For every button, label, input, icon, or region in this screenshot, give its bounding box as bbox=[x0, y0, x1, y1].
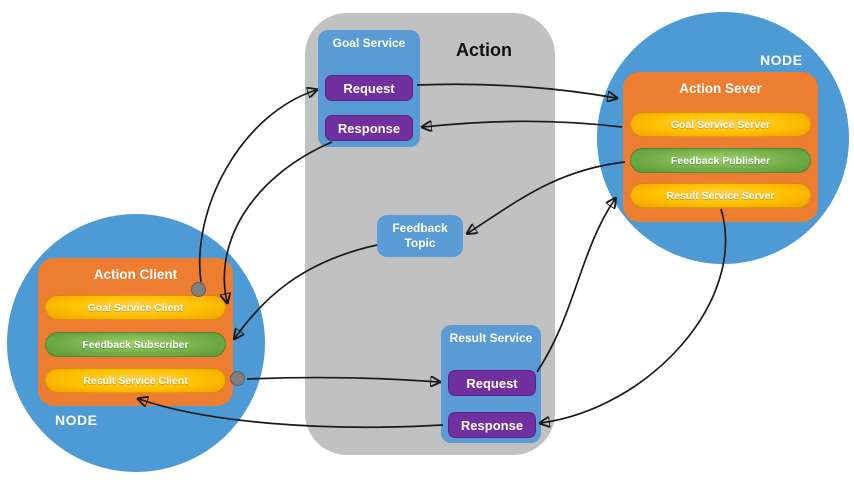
goal-service-title: Goal Service bbox=[332, 36, 406, 50]
result-service-server-pill: Result Service Server bbox=[630, 183, 811, 208]
action-server-box: Action Sever Goal Service Server Feedbac… bbox=[623, 72, 818, 222]
result-service-title: Result Service bbox=[449, 331, 533, 345]
action-client-title: Action Client bbox=[93, 267, 178, 282]
server-node-label: NODE bbox=[760, 52, 803, 68]
feedback-subscriber-pill: Feedback Subscriber bbox=[45, 332, 226, 357]
goal-client-connector-dot bbox=[191, 282, 206, 297]
goal-service-box: Goal Service Request Response bbox=[318, 30, 420, 147]
feedback-publisher-pill: Feedback Publisher bbox=[630, 148, 811, 173]
action-title: Action bbox=[456, 40, 512, 60]
goal-service-client-pill: Goal Service Client bbox=[45, 295, 226, 320]
goal-request-button: Request bbox=[325, 75, 413, 101]
result-response-button: Response bbox=[448, 412, 536, 438]
action-server-title: Action Sever bbox=[679, 81, 762, 96]
action-client-box: Action Client Goal Service Client Feedba… bbox=[38, 258, 233, 406]
feedback-topic-box: Feedback Topic bbox=[377, 215, 463, 257]
result-service-client-pill: Result Service Client bbox=[45, 368, 226, 393]
result-client-connector-dot bbox=[230, 371, 245, 386]
client-node-label: NODE bbox=[55, 412, 98, 428]
feedback-topic-title: Feedback Topic bbox=[392, 221, 448, 250]
goal-response-button: Response bbox=[325, 115, 413, 141]
goal-service-server-pill: Goal Service Server bbox=[630, 112, 811, 137]
result-service-box: Result Service Request Response bbox=[441, 325, 541, 443]
result-request-button: Request bbox=[448, 370, 536, 396]
